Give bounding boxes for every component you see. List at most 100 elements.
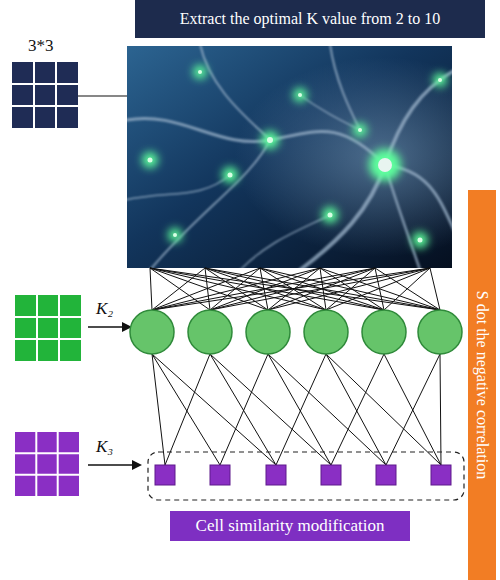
grid-line — [36, 295, 38, 361]
network-wire — [320, 268, 440, 310]
glow-core — [198, 70, 202, 74]
network-wire — [326, 354, 386, 465]
dendrite — [385, 70, 452, 165]
grid-line — [15, 316, 81, 318]
box-label: Cell similarity modification — [196, 516, 385, 536]
neuron-photo — [127, 46, 452, 268]
neuron-body — [378, 158, 392, 172]
kernel-size-label: 3*3 — [28, 36, 54, 55]
network-wire — [440, 354, 441, 465]
network-wire — [210, 268, 430, 310]
grid-line — [57, 432, 59, 496]
side-bar: S dot the negative correlation — [468, 190, 496, 580]
network-wire — [152, 354, 276, 465]
network-wire — [210, 354, 276, 465]
glow-core — [358, 128, 362, 132]
dendrite — [127, 46, 452, 268]
network-wire — [384, 268, 430, 310]
network-wire — [268, 354, 386, 465]
cell-square — [376, 465, 396, 485]
glow-core — [148, 158, 153, 163]
kernel-grid — [15, 432, 79, 496]
arrow-line — [88, 464, 134, 465]
grid-line — [55, 62, 57, 128]
kernel-grid — [15, 295, 81, 361]
dendrite — [300, 165, 385, 268]
grid-line — [33, 62, 35, 128]
glow-core — [148, 70, 443, 243]
grid-line — [12, 83, 78, 85]
network-wire — [150, 268, 152, 310]
cell-square — [155, 465, 451, 485]
kernel-label: K₂ — [96, 299, 113, 319]
arrow-line — [88, 326, 124, 327]
kernel-grid — [15, 295, 81, 361]
dendrite — [385, 165, 420, 268]
grid-line — [58, 295, 60, 361]
kernel-size-label: 3*3 — [28, 36, 54, 56]
glow-dot — [433, 73, 447, 87]
glow-core — [438, 78, 442, 82]
glow-core — [328, 213, 333, 218]
network-wire — [326, 268, 430, 310]
network-wire — [268, 354, 331, 465]
caption-box: Cell similarity modification — [170, 511, 410, 541]
grid-line — [12, 105, 78, 107]
network-wire — [205, 268, 440, 310]
dashed-group — [148, 452, 464, 500]
network-wire — [150, 268, 210, 310]
network-wire — [268, 268, 430, 310]
network-wire — [165, 354, 210, 465]
network-wire — [384, 354, 441, 465]
grid-line — [35, 432, 37, 496]
network-wire — [152, 354, 220, 465]
kernel-label: K₃ — [96, 437, 113, 456]
kernel-label: K₂ — [96, 299, 113, 318]
network-wire — [375, 268, 384, 310]
glow-dot — [293, 88, 307, 102]
network-wire — [430, 268, 440, 310]
dendrite — [127, 175, 230, 200]
grid-line — [15, 452, 79, 454]
dendrite — [300, 95, 360, 130]
neuron-circle — [188, 310, 232, 354]
leader-line — [78, 95, 127, 96]
cell-square — [210, 465, 230, 485]
network-wire — [331, 354, 384, 465]
neuron-circle — [304, 310, 348, 354]
network-wire — [150, 268, 441, 465]
network-wire — [150, 268, 268, 310]
glow-dot — [322, 207, 338, 223]
neuron-circle — [130, 310, 462, 354]
glow-core — [267, 137, 273, 143]
kernel-grid — [12, 62, 78, 128]
neuron-circle — [130, 310, 174, 354]
network-wire — [220, 354, 268, 465]
cell-square — [266, 465, 286, 485]
glow-dot — [222, 167, 238, 183]
glow-core — [418, 238, 423, 243]
network-wire — [326, 354, 441, 465]
grid-line — [15, 474, 79, 476]
glow-dot — [412, 232, 428, 248]
glow-dot — [193, 65, 207, 79]
glow-dot — [142, 65, 447, 248]
network-wire — [152, 354, 165, 465]
network-wire — [152, 268, 430, 310]
network-wire — [386, 354, 440, 465]
arrow-head — [132, 460, 142, 470]
dendrite — [200, 46, 270, 140]
title-banner: Extract the optimal K value from 2 to 10 — [135, 0, 485, 38]
glow-dot — [168, 228, 182, 242]
box-label: Extract the optimal K value from 2 to 10 — [180, 10, 440, 28]
cell-square — [431, 465, 451, 485]
glow-core — [228, 173, 233, 178]
glow-core — [173, 233, 177, 237]
kernel-grid — [15, 432, 79, 496]
glow-dot — [142, 152, 158, 168]
network-wire — [210, 354, 331, 465]
kernel-label: K₃ — [96, 437, 113, 457]
